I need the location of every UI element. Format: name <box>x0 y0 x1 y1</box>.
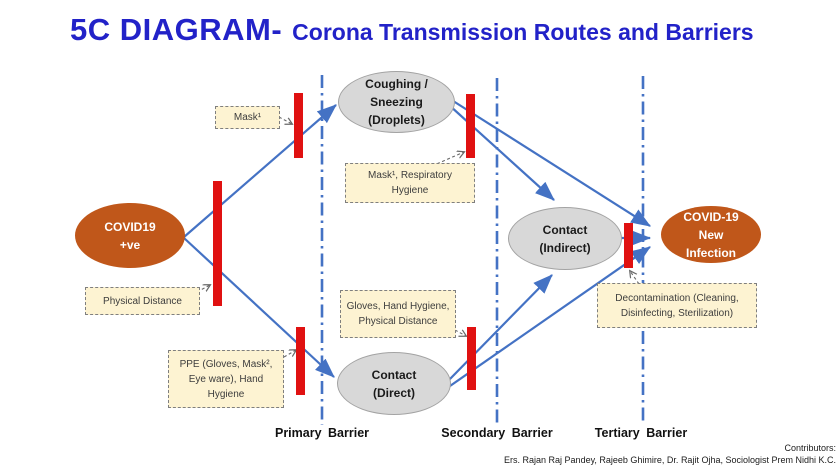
arrow-contact-direct-to-contact-indirect <box>448 274 553 381</box>
barrier-bar-mask-respiratory <box>466 94 475 158</box>
contributors-block: Contributors: Ers. Rajan Raj Pandey, Raj… <box>504 443 836 466</box>
barrier-bar-gloves <box>467 327 476 390</box>
node-label-line: +ve <box>119 237 141 252</box>
node-covid19-new-infection: COVID-19 New Infection <box>661 206 761 263</box>
transmission-arrows <box>183 98 652 387</box>
node-label-line: Sneezing <box>370 95 423 109</box>
node-label-line: Coughing / <box>365 77 428 91</box>
callout-gloves-hand-hygiene: Gloves, Hand Hygiene, Physical Distance <box>340 290 456 338</box>
ppe-callout-tail <box>283 350 296 358</box>
decontamination-callout-tail <box>630 271 640 285</box>
node-label-line: Contact <box>542 222 588 237</box>
node-covid19-positive: COVID19 +ve <box>75 203 185 268</box>
contributors-names: Ers. Rajan Raj Pandey, Rajeeb Ghimire, D… <box>504 454 836 465</box>
node-label-line: (Direct) <box>372 385 415 400</box>
node-label-line: Contact <box>371 367 417 382</box>
arrow-contact-direct-to-new-infection <box>449 246 651 387</box>
callout-ppe: PPE (Gloves, Mask², Eye ware), Hand Hygi… <box>168 350 284 408</box>
page-title: 5C DIAGRAM- Corona Transmission Routes a… <box>70 12 754 48</box>
callout-mask-respiratory: Mask¹, Respiratory Hygiene <box>345 163 475 203</box>
primary-barrier-label: Primary Barrier <box>274 426 370 440</box>
secondary-barrier-label: Secondary Barrier <box>441 426 553 440</box>
title-main: 5C DIAGRAM- <box>70 12 283 47</box>
node-label-line: COVID-19 <box>683 209 739 224</box>
barrier-bar-mask <box>294 93 303 158</box>
mask-callout-tail <box>278 116 292 124</box>
callout-mask: Mask¹ <box>215 106 280 129</box>
node-contact-direct: Contact (Direct) <box>337 352 451 415</box>
callout-decontamination: Decontamination (Cleaning, Disinfecting,… <box>597 283 757 328</box>
node-contact-indirect: Contact (Indirect) <box>508 207 622 270</box>
callout-physical-distance: Physical Distance <box>85 287 200 315</box>
gloves-callout-tail <box>454 330 466 336</box>
arrow-source-to-contact-direct <box>183 237 335 378</box>
node-label-line: (Indirect) <box>539 240 591 255</box>
barrier-bar-decontamination <box>624 223 633 268</box>
arrow-source-to-coughing <box>183 104 337 238</box>
node-label-line: (Droplets) <box>368 113 425 127</box>
title-subtitle: Corona Transmission Routes and Barriers <box>292 19 754 45</box>
barrier-bar-ppe <box>296 327 305 395</box>
barrier-bar-physical-distance <box>213 181 222 306</box>
tertiary-barrier-label: Tertiary Barrier <box>594 426 688 440</box>
barrier-bars <box>213 93 633 395</box>
arrow-coughing-to-new-infection <box>449 98 651 227</box>
contributors-label: Contributors: <box>784 443 836 453</box>
node-coughing-sneezing: Coughing / Sneezing (Droplets) <box>338 71 455 133</box>
node-label-line: New <box>698 227 724 242</box>
node-label-line: Infection <box>686 245 736 260</box>
node-label-line: COVID19 <box>104 219 156 234</box>
